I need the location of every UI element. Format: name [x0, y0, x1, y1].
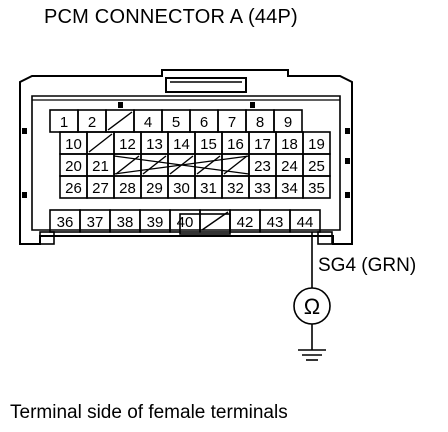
terminal-cell: 28 — [113, 175, 142, 199]
terminal-number: 32 — [227, 180, 244, 197]
terminal-cell: 1 — [49, 109, 79, 133]
terminal-cell: 15 — [194, 131, 223, 155]
terminal-number: 24 — [281, 158, 298, 175]
terminal-number: 43 — [267, 214, 284, 231]
terminal-number: 20 — [65, 158, 82, 175]
terminal-cell: 2 — [77, 109, 107, 133]
terminal-number: 27 — [92, 180, 109, 197]
terminal-cell: 24 — [275, 153, 304, 177]
terminal-number: 6 — [200, 114, 208, 131]
terminal-number: 42 — [237, 214, 254, 231]
terminal-number: 36 — [57, 214, 74, 231]
terminal-cell: 32 — [221, 175, 250, 199]
inner-cavity-outline — [31, 95, 341, 231]
terminal-number: 38 — [117, 214, 134, 231]
terminal-number: 2 — [88, 114, 96, 131]
terminal-cell: 37 — [79, 209, 111, 233]
terminal-cell: 17 — [248, 131, 277, 155]
terminal-cell — [194, 153, 223, 177]
terminal-number: 29 — [146, 180, 163, 197]
terminal-cell — [105, 109, 135, 133]
terminal-cell: 23 — [248, 153, 277, 177]
terminal-cell: 7 — [217, 109, 247, 133]
terminal-number: 4 — [144, 114, 152, 131]
terminal-number: 14 — [173, 136, 190, 153]
terminal-number: 9 — [284, 114, 292, 131]
terminal-number: 40 — [177, 214, 194, 231]
terminal-cell: 12 — [113, 131, 142, 155]
terminal-cell: 43 — [259, 209, 291, 233]
terminal-cell: 13 — [140, 131, 169, 155]
terminal-number: 5 — [172, 114, 180, 131]
terminal-number: 31 — [200, 180, 217, 197]
terminal-cell: 38 — [109, 209, 141, 233]
terminal-cell: 5 — [161, 109, 191, 133]
terminal-cell: 35 — [302, 175, 331, 199]
terminal-number: 21 — [92, 158, 109, 175]
terminal-cell: 25 — [302, 153, 331, 177]
terminal-number: 25 — [308, 158, 325, 175]
terminal-cell: 21 — [86, 153, 115, 177]
terminal-cell: 10 — [59, 131, 88, 155]
terminal-number: 10 — [65, 136, 82, 153]
terminal-cell: 26 — [59, 175, 88, 199]
terminal-number: 8 — [256, 114, 264, 131]
terminal-number: 44 — [297, 214, 314, 231]
terminal-number: 34 — [281, 180, 298, 197]
terminal-cell: 14 — [167, 131, 196, 155]
connector-title: PCM CONNECTOR A (44P) — [44, 6, 298, 28]
terminal-cell: 20 — [59, 153, 88, 177]
terminal-number: 19 — [308, 136, 325, 153]
terminal-cell: 36 — [49, 209, 81, 233]
terminal-cell: 9 — [273, 109, 303, 133]
terminal-cell — [140, 153, 169, 177]
terminal-number: 16 — [227, 136, 244, 153]
terminal-number: 12 — [119, 136, 136, 153]
terminal-cell: 34 — [275, 175, 304, 199]
locking-tab — [165, 77, 247, 93]
terminal-number: 37 — [87, 214, 104, 231]
terminal-cell: 30 — [167, 175, 196, 199]
terminal-number: 39 — [147, 214, 164, 231]
terminal-number: 1 — [60, 114, 68, 131]
terminal-cell: 29 — [140, 175, 169, 199]
terminal-number: 35 — [308, 180, 325, 197]
terminal-cell: 42 — [229, 209, 261, 233]
terminal-cell: 33 — [248, 175, 277, 199]
terminal-cell: 44 — [289, 209, 321, 233]
terminal-cell: 6 — [189, 109, 219, 133]
caption: Terminal side of female terminals — [10, 402, 288, 423]
terminal-cell: 39 — [139, 209, 171, 233]
terminal-cell: 19 — [302, 131, 331, 155]
terminal-number: 15 — [200, 136, 217, 153]
terminal-number: 26 — [65, 180, 82, 197]
unused-block-cross — [113, 155, 250, 175]
terminal-number: 30 — [173, 180, 190, 197]
terminal-cell: 18 — [275, 131, 304, 155]
terminal-number: 33 — [254, 180, 271, 197]
wire-label: SG4 (GRN) — [318, 255, 416, 276]
terminal-cell: 16 — [221, 131, 250, 155]
terminal-number: 17 — [254, 136, 271, 153]
terminal-cell: 8 — [245, 109, 275, 133]
terminal-number: 13 — [146, 136, 163, 153]
terminal-cell — [86, 131, 115, 155]
terminal-number: 7 — [228, 114, 236, 131]
bottom-key-left — [39, 231, 55, 245]
terminal-number: 18 — [281, 136, 298, 153]
terminal-cell: 27 — [86, 175, 115, 199]
terminal-cell: 4 — [133, 109, 163, 133]
terminal-cell: 31 — [194, 175, 223, 199]
bottom-key-right — [317, 231, 333, 245]
terminal-number: 23 — [254, 158, 271, 175]
terminal-number: 28 — [119, 180, 136, 197]
ohmmeter-symbol: Ω — [304, 294, 320, 319]
